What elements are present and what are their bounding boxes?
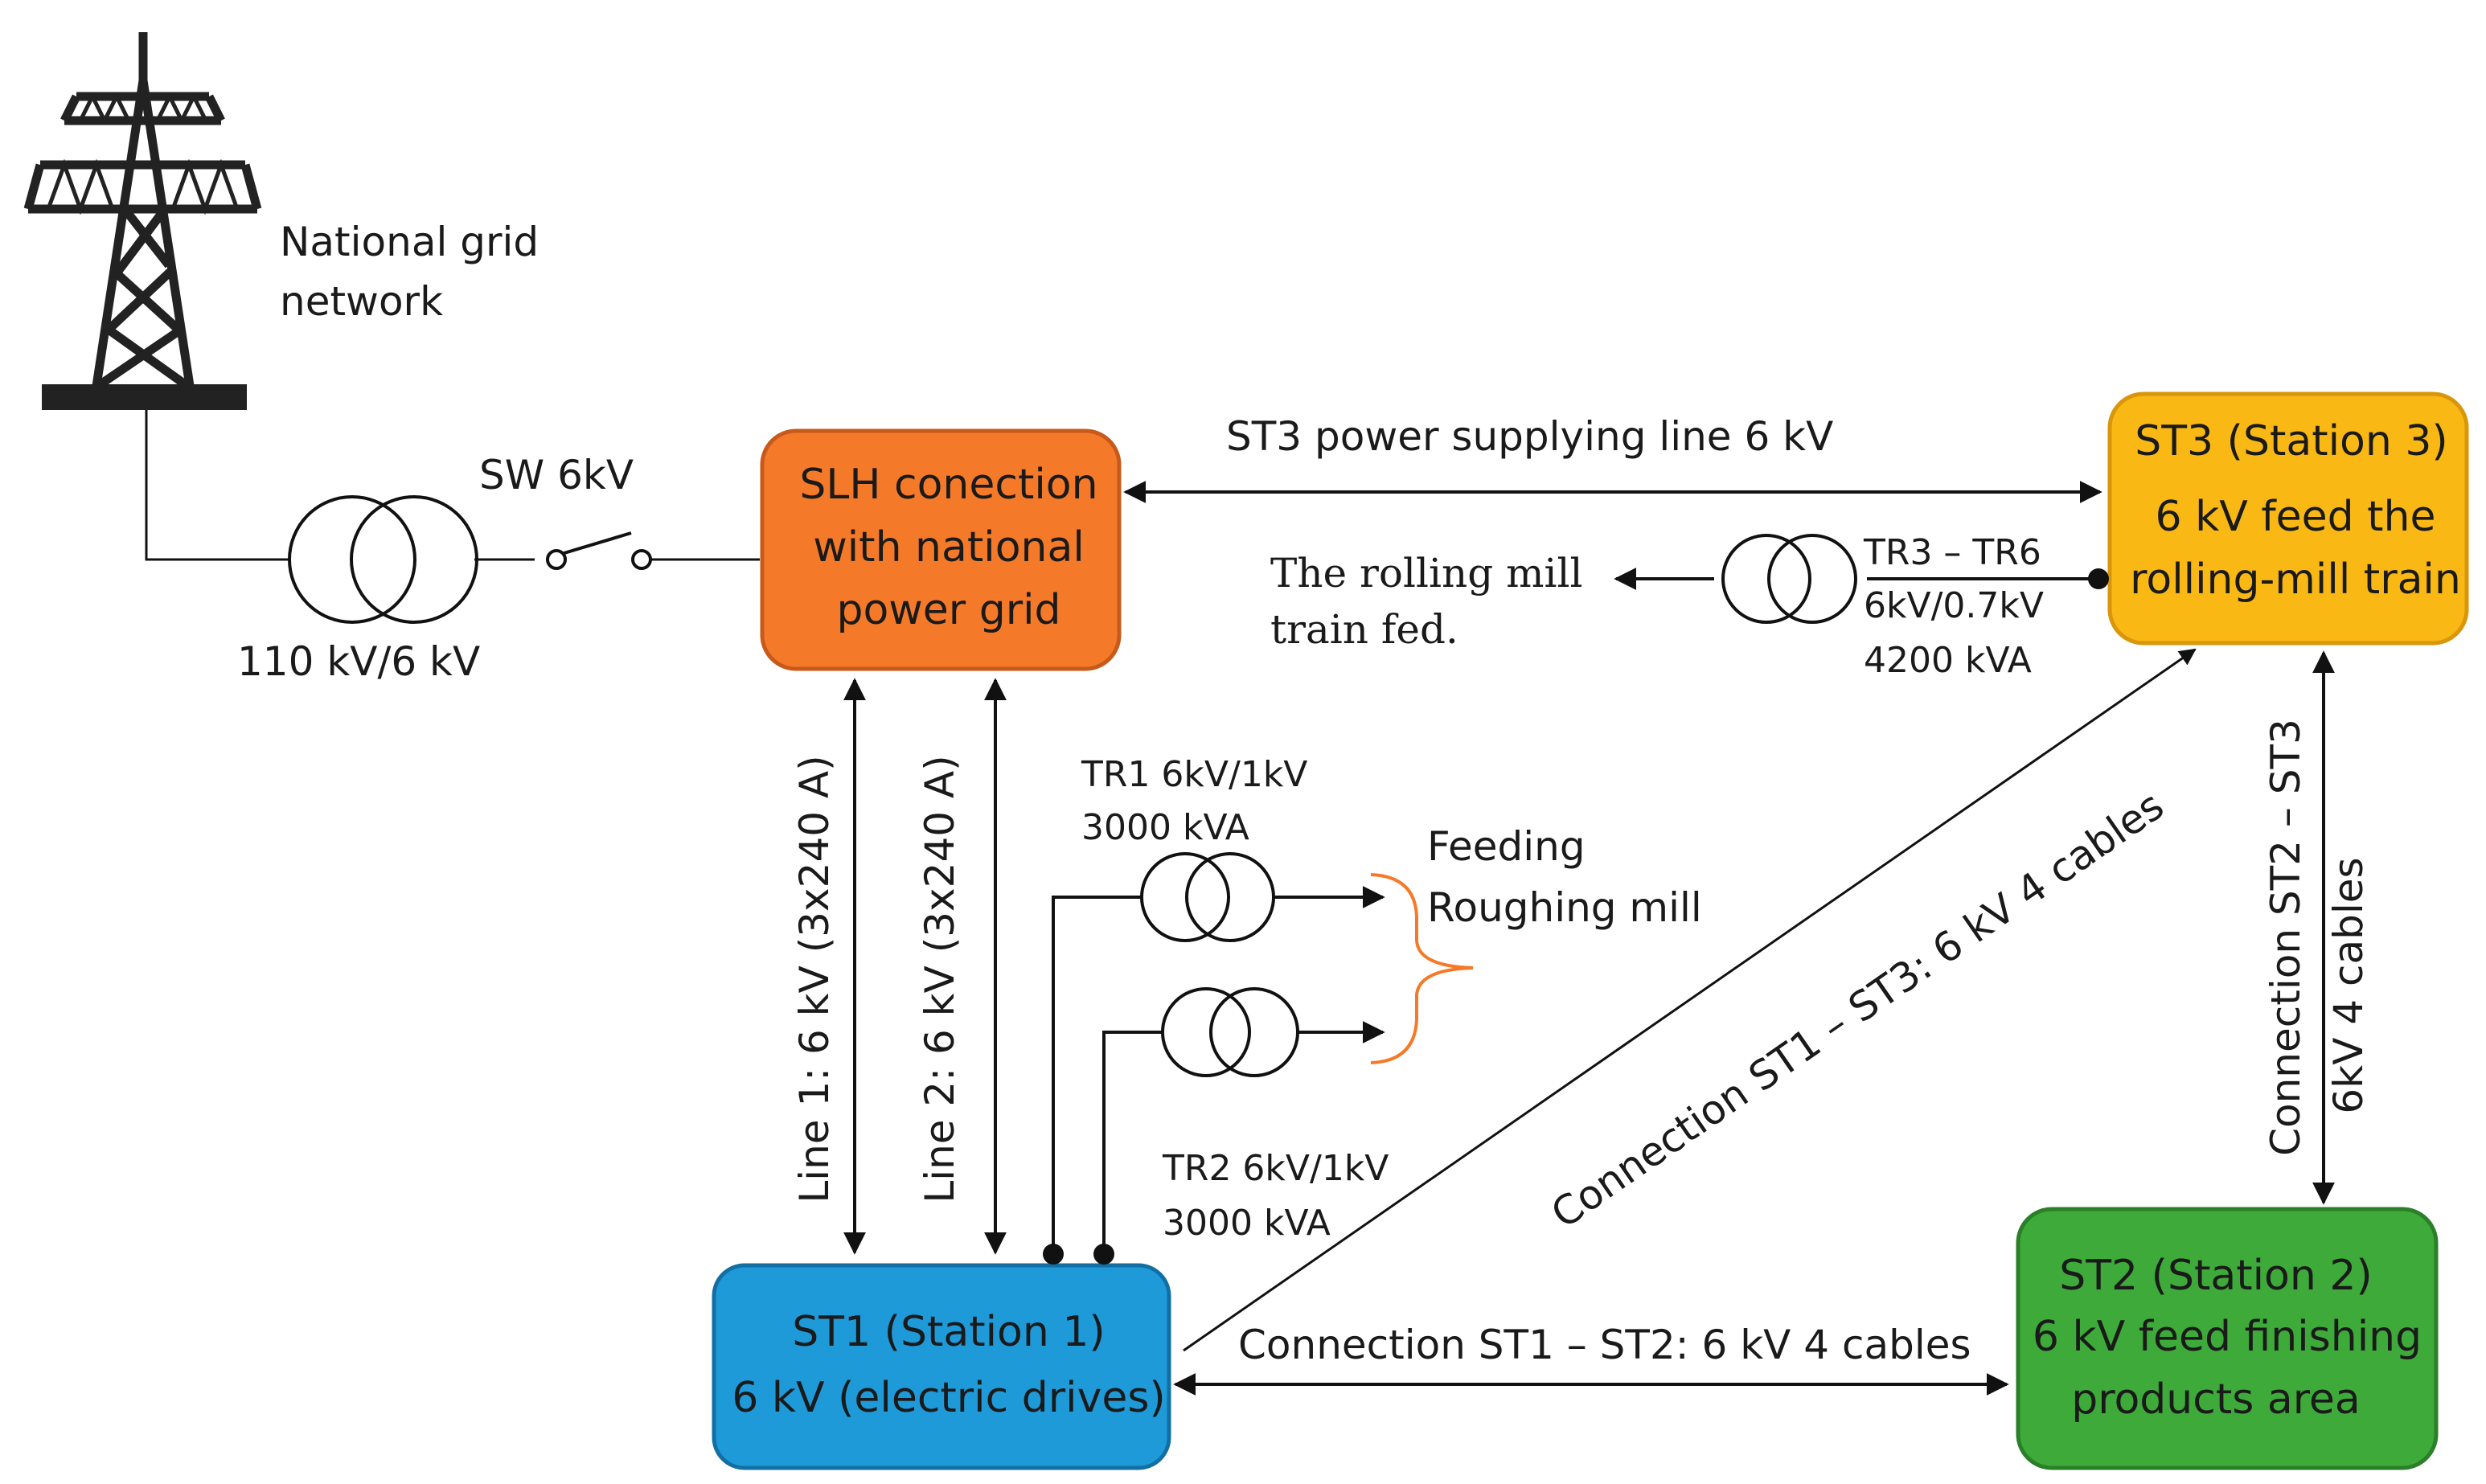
st1-box[interactable]: ST1 (Station 1) 6 kV (electric drives) (712, 1263, 1171, 1470)
st1-box-line1: ST1 (Station 1) (792, 1308, 1105, 1356)
tr2-label-line2: 3000 kVA (1163, 1203, 1331, 1244)
st1-box-line2: 6 kV (electric drives) (732, 1374, 1165, 1422)
st3-bus-dot (2088, 568, 2109, 589)
tr3-tr6-label-line2: 6kV/0.7kV (1864, 585, 2044, 626)
tr3-tr6-label-line3: 4200 kVA (1864, 640, 2032, 681)
st3-box-line2: 6 kV feed the (2156, 493, 2436, 541)
st1-bus-dot-tr2 (1093, 1244, 1114, 1265)
switch-label: SW 6kV (479, 452, 634, 498)
st3-box-line3: rolling-mill train (2130, 555, 2461, 604)
st2-box-line1: ST2 (Station 2) (2059, 1252, 2372, 1300)
st3-box[interactable]: ST3 (Station 3) 6 kV feed the rolling-mi… (2107, 391, 2469, 646)
feeding-label-line1: Feeding (1427, 823, 1586, 870)
slh-box-line2: with national (813, 523, 1085, 572)
st2-st3-label-line1: Connection ST2 – ST3 (2262, 719, 2309, 1156)
brace-icon (1370, 873, 1474, 1064)
slh-box-line3: power grid (836, 586, 1060, 634)
line1-label: Line 1: 6 kV (3x240 A) (791, 755, 838, 1203)
transformer-icon (288, 495, 478, 624)
st1-st3-link[interactable] (1183, 648, 2197, 1352)
st2-box-line3: products area (2071, 1375, 2361, 1424)
grid-label-line1: National grid (280, 219, 539, 265)
st1-st2-label: Connection ST1 – ST2: 6 kV 4 cables (1238, 1322, 1971, 1368)
st1-bus-dot-tr1 (1043, 1244, 1064, 1265)
transformer-icon (1161, 987, 1299, 1077)
tr2-label-line1: TR2 6kV/1kV (1162, 1148, 1389, 1189)
tr1-label-line1: TR1 6kV/1kV (1081, 754, 1307, 795)
feeding-label-line2: Roughing mill (1427, 884, 1702, 931)
slh-box-line1: SLH conection (799, 461, 1097, 509)
tr1-feeder (1052, 886, 1385, 1254)
tr1-label-line2: 3000 kVA (1081, 807, 1249, 848)
switch-icon[interactable] (546, 531, 652, 570)
st3-supply-label: ST3 power supplying line 6 kV (1226, 413, 1833, 460)
st2-box-line2: 6 kV feed finishing (2033, 1313, 2422, 1361)
rolling-mill-label-line2: train fed. (1270, 606, 1458, 653)
grid-label-line2: network (280, 278, 443, 325)
grid-transformer-label: 110 kV/6 kV (237, 638, 480, 685)
rolling-mill-label-line1: The rolling mill (1270, 550, 1583, 596)
tr3-tr6-label-line1: TR3 – TR6 (1863, 532, 2041, 573)
slh-box[interactable]: SLH conection with national power grid (760, 428, 1122, 671)
transformer-icon (1140, 852, 1275, 942)
transformer-icon (1721, 534, 1857, 624)
st2-st3-label-line2: 6kV 4 cables (2325, 857, 2372, 1113)
st2-box[interactable]: ST2 (Station 2) 6 kV feed finishing prod… (2016, 1207, 2439, 1470)
st3-box-line1: ST3 (Station 3) (2135, 417, 2447, 465)
line2-label: Line 2: 6 kV (3x240 A) (917, 755, 963, 1203)
tr2-feeder (1102, 1021, 1385, 1254)
grid-feed-line (145, 410, 760, 561)
transmission-tower-icon (23, 32, 262, 410)
st1-st3-label: Connection ST1 – ST3: 6 kV 4 cables (1543, 782, 2172, 1238)
